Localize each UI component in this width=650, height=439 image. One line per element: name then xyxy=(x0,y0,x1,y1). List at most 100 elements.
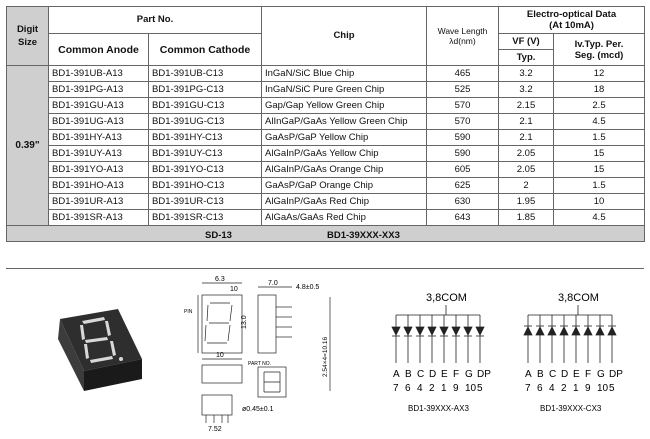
anode-part: BD1-391PG-A13 xyxy=(48,81,149,98)
chip-material: InGaN/SiC Blue Chip xyxy=(261,65,427,82)
cathode-caption: BD1-39XXX-CX3 xyxy=(540,404,602,413)
pin-number: 2 xyxy=(429,383,435,394)
iv-value: 10 xyxy=(553,193,645,210)
segment-label: D xyxy=(561,369,568,380)
iv-value: 2.5 xyxy=(553,97,645,114)
segment-label: G xyxy=(465,369,473,380)
cathode-part: BD1-391GU-C13 xyxy=(148,97,262,114)
vf-value: 1.95 xyxy=(498,193,554,210)
chip-material: AlGaInP/GaAs Orange Chip xyxy=(261,161,427,178)
pin-number: 2 xyxy=(561,383,567,394)
dimension-drawing: 6.3 10 7.0 4.8±0.5 13.0 2.54×4=10.16 10 … xyxy=(184,276,331,433)
vf-value: 2.05 xyxy=(498,161,554,178)
anode-part: BD1-391GU-A13 xyxy=(48,97,149,114)
anode-part: BD1-391UR-A13 xyxy=(48,193,149,210)
dim-0-45: ø0.45±0.1 xyxy=(242,406,274,413)
chip-material: AlGaInP/GaAs Red Chip xyxy=(261,193,427,210)
cathode-part: BD1-391PG-C13 xyxy=(148,81,262,98)
wave-length: 605 xyxy=(426,161,499,178)
segment-label: B xyxy=(405,369,412,380)
dim-13-0: 13.0 xyxy=(241,315,248,329)
dim-2-54: 2.54×4=10.16 xyxy=(322,336,329,377)
series-label: BD1-39XXX-XX3 xyxy=(327,230,400,241)
drawings-panel: 6.3 10 7.0 4.8±0.5 13.0 2.54×4=10.16 10 … xyxy=(6,268,644,433)
wave-length: 590 xyxy=(426,145,499,162)
part-no-header: Part No. xyxy=(48,6,262,34)
chip-material: GaAsP/GaP Yellow Chip xyxy=(261,129,427,146)
pin-number: 6 xyxy=(537,383,543,394)
pin-number: 10 xyxy=(465,383,477,394)
vf-value: 3.2 xyxy=(498,81,554,98)
iv-value: 15 xyxy=(553,161,645,178)
iv-value: 1.5 xyxy=(553,129,645,146)
diode-icon xyxy=(559,326,569,336)
cathode-part: BD1-391UY-C13 xyxy=(148,145,262,162)
iv-value: 12 xyxy=(553,65,645,82)
anode-common-label: 3,8COM xyxy=(426,292,467,304)
dim-7-52: 7.52 xyxy=(208,426,222,433)
anode-part: BD1-391UB-A13 xyxy=(48,65,149,82)
anode-part: BD1-391UG-A13 xyxy=(48,113,149,130)
wave-length: 630 xyxy=(426,193,499,210)
pin-number: 5 xyxy=(609,383,615,394)
diode-icon xyxy=(391,326,401,336)
chip-header: Chip xyxy=(261,6,427,66)
pin-label: PIN xyxy=(184,309,193,315)
anode-part: BD1-391HY-A13 xyxy=(48,129,149,146)
iv-header: Iv.Typ. Per.Seg. (mcd) xyxy=(553,33,645,66)
anode-part: BD1-391SR-A13 xyxy=(48,209,149,226)
iv-value: 18 xyxy=(553,81,645,98)
cathode-part: BD1-391HO-C13 xyxy=(148,177,262,194)
diode-icon xyxy=(463,326,473,336)
iv-value: 15 xyxy=(553,145,645,162)
anode-part: BD1-391UY-A13 xyxy=(48,145,149,162)
diode-icon xyxy=(415,326,425,336)
diode-icon xyxy=(607,326,617,336)
cathode-common-label: 3,8COM xyxy=(558,292,599,304)
dim-7-0: 7.0 xyxy=(268,280,278,287)
pin-number: 4 xyxy=(549,383,555,394)
pin-number: 5 xyxy=(477,383,483,394)
vf-value: 2.1 xyxy=(498,113,554,130)
part-no-label: PART NO. xyxy=(248,361,271,367)
vf-typ-header: Typ. xyxy=(498,49,554,66)
diode-icon xyxy=(451,326,461,336)
pin-number: 9 xyxy=(453,383,459,394)
cathode-part: BD1-391UG-C13 xyxy=(148,113,262,130)
dim-10-bottom: 10 xyxy=(216,352,224,359)
diode-icon xyxy=(571,326,581,336)
cathode-part: BD1-391SR-C13 xyxy=(148,209,262,226)
vf-value: 1.85 xyxy=(498,209,554,226)
cathode-part: BD1-391UR-C13 xyxy=(148,193,262,210)
pin-number: 9 xyxy=(585,383,591,394)
vf-value: 2.1 xyxy=(498,129,554,146)
vf-value: 2.15 xyxy=(498,97,554,114)
iv-value: 4.5 xyxy=(553,209,645,226)
pin-number: 1 xyxy=(441,383,447,394)
pin-number: 7 xyxy=(393,383,399,394)
diode-icon xyxy=(535,326,545,336)
diode-icon xyxy=(547,326,557,336)
pin-number: 6 xyxy=(405,383,411,394)
diode-icon xyxy=(523,326,533,336)
wave-length: 570 xyxy=(426,97,499,114)
segment-label: E xyxy=(441,369,448,380)
cathode-part: BD1-391UB-C13 xyxy=(148,65,262,82)
pin-number: 4 xyxy=(417,383,423,394)
pin-number: 10 xyxy=(597,383,609,394)
segment-label: F xyxy=(453,369,459,380)
vf-value: 3.2 xyxy=(498,65,554,82)
pin-number: 7 xyxy=(525,383,531,394)
segment-label: A xyxy=(393,369,400,380)
diode-icon xyxy=(475,326,485,336)
segment-label: B xyxy=(537,369,544,380)
diode-icon xyxy=(403,326,413,336)
